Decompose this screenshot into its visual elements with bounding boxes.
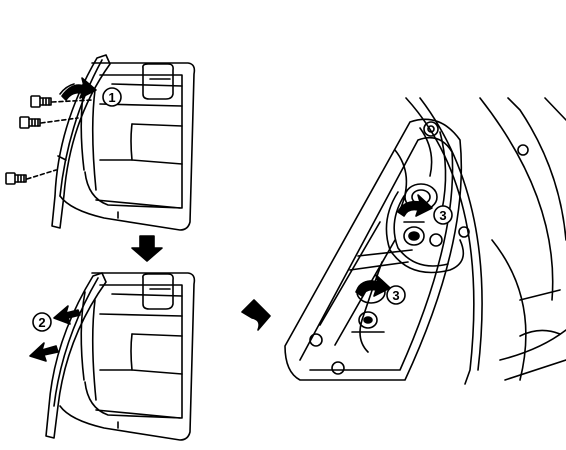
pull-arrow-icon: [29, 342, 59, 362]
wiring-harness: [385, 191, 465, 274]
callout-3-lower: 3: [386, 285, 406, 305]
cargo-area-outline: [59, 272, 196, 441]
screw-middle: [19, 116, 41, 129]
pull-arrow-icon: [53, 305, 81, 325]
panel-remove-screws: 1: [5, 54, 196, 231]
wiring-harness: [359, 261, 383, 353]
vehicle-body-panel: [405, 97, 566, 385]
screw-guide-line: [51, 99, 93, 103]
screw-bottom: [5, 172, 27, 185]
callout-3-lower-label: 3: [392, 288, 399, 303]
screw-top: [30, 95, 52, 108]
pillar-trim: [45, 272, 107, 439]
screw-guide-line: [40, 117, 79, 124]
lamp-housing: [284, 118, 463, 381]
panel-lamp-sockets: 3 3: [284, 97, 566, 385]
wiring-harness: [393, 195, 449, 267]
screw-guide-line: [26, 169, 57, 180]
callout-2-label: 2: [38, 315, 45, 330]
rotate-arrow-icon: [59, 77, 97, 101]
panel-pull-trim: [45, 272, 196, 441]
rotate-arrow-icon: [397, 194, 433, 217]
callout-1-label: 1: [108, 90, 115, 105]
callout-1: 1: [102, 87, 122, 107]
callout-2: 2: [32, 312, 52, 332]
callout-3-upper-label: 3: [439, 208, 446, 223]
callout-3-upper: 3: [433, 205, 453, 225]
right-arrow-icon: [241, 299, 271, 331]
rotate-arrow-icon: [355, 274, 391, 297]
down-arrow-icon: [131, 235, 163, 262]
